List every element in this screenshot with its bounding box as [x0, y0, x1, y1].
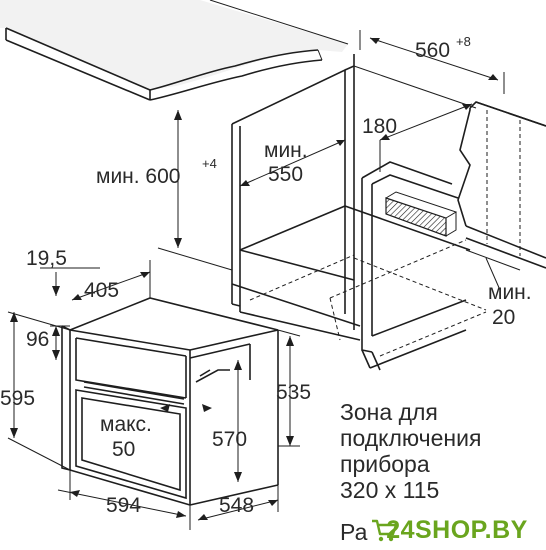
dim-180: 180: [362, 115, 397, 138]
dim-min-600-tolerance: +4: [202, 156, 217, 171]
note-line-5: Ра: [340, 519, 368, 545]
shopping-cart-icon: [372, 519, 398, 542]
dim-min-600: мин. 600: [96, 165, 180, 188]
note-line-4: 320 x 115: [340, 477, 439, 503]
dimension-labels: 560 +8 мин. 600 +4 мин. 550 180 19,5 405…: [0, 34, 532, 517]
dim-560: 560: [415, 39, 450, 62]
niche-floor-dashed: [249, 239, 487, 357]
dim-535: 535: [276, 381, 311, 404]
dim-548: 548: [219, 494, 254, 517]
oven: [61, 297, 279, 506]
connection-zone-note: Зона для подключения прибора 320 x 115 Р…: [340, 399, 481, 545]
dim-max-label: макс.: [100, 413, 152, 436]
dim-96: 96: [26, 328, 49, 351]
dim-min-550-value: 550: [268, 163, 303, 186]
dim-19-5: 19,5: [26, 247, 67, 270]
watermark-badge: 24SHOP.BY: [368, 510, 546, 550]
dim-min-20-label: мин.: [488, 281, 532, 304]
note-line-1: Зона для: [340, 399, 438, 425]
dim-min-550-label: мин.: [264, 139, 308, 162]
note-line-3: прибора: [340, 451, 430, 477]
connection-zone: [385, 191, 458, 237]
dimension-arrows: [10, 38, 498, 520]
dim-595: 595: [0, 387, 35, 410]
cabinet-niche: [231, 54, 477, 341]
dim-405: 405: [84, 279, 119, 302]
note-line-2: подключения: [340, 425, 481, 451]
dim-594: 594: [106, 494, 141, 517]
dimension-lines: [7, 30, 521, 530]
dim-min-20-value: 20: [492, 306, 515, 329]
dim-560-tolerance: +8: [456, 34, 471, 49]
watermark-text: 24SHOP.BY: [386, 515, 528, 544]
worktop: [0, 0, 349, 101]
dim-max-value: 50: [112, 438, 135, 461]
dim-570: 570: [212, 428, 247, 451]
rear-panel: [361, 101, 546, 371]
